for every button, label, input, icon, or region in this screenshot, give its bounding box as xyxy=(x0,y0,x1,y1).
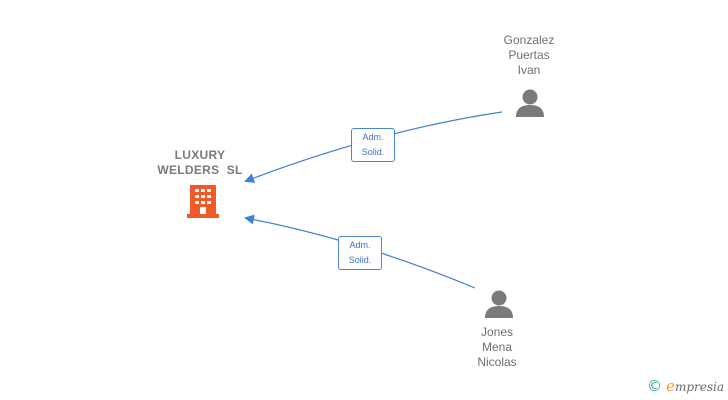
person-name-line2: Puertas xyxy=(508,48,550,62)
person-name-line2: Mena xyxy=(481,340,513,354)
person-name-line3: Nicolas xyxy=(477,355,517,369)
person-name-line1: Gonzalez xyxy=(503,33,555,47)
brand-name-rest: mpresia xyxy=(674,380,724,394)
person-icon[interactable] xyxy=(515,89,545,117)
person-icon[interactable] xyxy=(484,290,514,318)
company-name[interactable]: LUXURY WELDERS SL xyxy=(140,148,260,178)
brand-initial: e xyxy=(666,377,675,395)
relation-label-jones[interactable]: Adm. Solid. xyxy=(338,236,382,270)
brand-watermark: © empresia xyxy=(647,376,724,396)
person-name-line1: Jones xyxy=(480,325,514,339)
copyright-icon: © xyxy=(647,377,663,395)
company-name-line1: LUXURY xyxy=(174,148,226,162)
relation-label-line2: Solid. xyxy=(361,147,385,157)
relation-label-line2: Solid. xyxy=(348,255,372,265)
company-name-line2: WELDERS SL xyxy=(157,163,243,177)
person-name-jones[interactable]: Jones Mena Nicolas xyxy=(447,325,547,370)
relation-label-line1: Adm. xyxy=(349,240,371,250)
brand-name: empresia xyxy=(666,377,724,395)
relation-label-line1: Adm. xyxy=(362,132,384,142)
relation-label-gonzalez[interactable]: Adm. Solid. xyxy=(351,128,395,162)
person-name-gonzalez[interactable]: Gonzalez Puertas Ivan xyxy=(479,33,579,78)
building-icon[interactable] xyxy=(187,184,219,218)
person-name-line3: Ivan xyxy=(517,63,541,77)
